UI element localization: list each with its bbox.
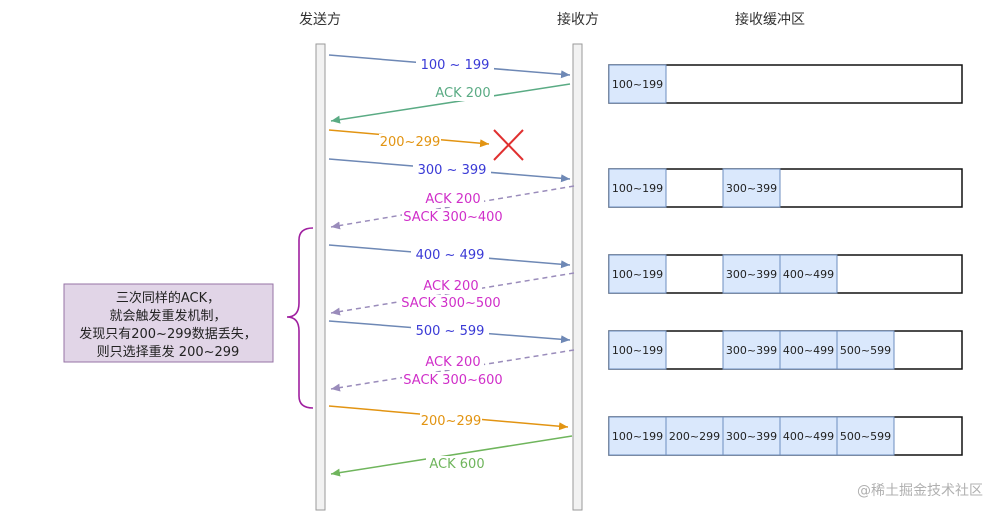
arrow-label-2: ACK 200	[435, 86, 490, 101]
buffer-cell-label: 500~599	[840, 430, 891, 443]
arrow-label2-7-bg	[400, 295, 502, 311]
buffer-row-3: 100~199 300~399 400~499	[608, 254, 963, 294]
note-line-3: 发现只有200~299数据丢失，	[79, 326, 257, 342]
arrow-label-4: 300 ~ 399	[418, 163, 487, 178]
note-box	[63, 283, 274, 363]
receiver-timeline	[572, 43, 583, 511]
arrow-2	[330, 83, 571, 124]
buffer-cell-label: 300~399	[726, 182, 777, 195]
buffer-cell	[722, 330, 781, 370]
arrow-label2-9: SACK 300~600	[403, 373, 502, 388]
watermark: @稀土掘金技术社区	[857, 483, 983, 499]
buffer-row-2: 100~199 300~399	[608, 168, 963, 208]
buffer-row-1: 100~199	[608, 64, 963, 104]
lost-packet-x-icon	[493, 129, 524, 161]
receiver-header: 接收方	[557, 11, 599, 28]
buffer-header: 接收缓冲区	[735, 11, 805, 28]
buffer-cell-label: 400~499	[783, 344, 834, 357]
arrow-label-6-bg	[411, 247, 489, 263]
buffer-cell-label: 300~399	[726, 430, 777, 443]
arrow-label2-5-bg	[402, 209, 504, 225]
buffer-cell	[608, 254, 667, 294]
arrow-label-3-bg	[379, 134, 441, 150]
buffer-cell-label: 100~199	[612, 182, 663, 195]
arrow-label-11: ACK 600	[429, 457, 484, 472]
buffer-cell-label: 100~199	[612, 268, 663, 281]
sender-timeline	[315, 43, 326, 511]
buffer-cell	[779, 254, 838, 294]
buffer-cell	[608, 64, 667, 104]
arrow-label-9-bg	[422, 354, 484, 370]
arrow-11	[330, 435, 573, 477]
sender-header: 发送方	[299, 12, 341, 28]
arrow-label-10-bg	[420, 413, 482, 429]
arrow-label-2-bg	[432, 85, 494, 101]
note-line-2: 就会触发重发机制，	[109, 308, 226, 324]
buffer-cell	[779, 416, 838, 456]
arrow-label-8: 500 ~ 599	[416, 324, 485, 339]
buffer-cell	[722, 168, 781, 208]
curly-brace	[286, 227, 314, 409]
arrow-label-7-bg	[420, 278, 482, 294]
arrow-label2-9-bg	[402, 372, 504, 388]
buffer-row-5: 100~199 200~299 300~399 400~499 500~599	[608, 416, 963, 456]
arrow-label-1-bg	[416, 57, 494, 73]
buffer-cell	[665, 416, 724, 456]
arrow-label-3: 200~299	[380, 135, 441, 150]
buffer-cell-label: 100~199	[612, 430, 663, 443]
arrow-label-5: ACK 200	[425, 192, 480, 207]
buffer-cell-label: 100~199	[612, 78, 663, 91]
buffer-cell-label: 200~299	[669, 430, 720, 443]
buffer-cell	[608, 168, 667, 208]
buffer-cell-label: 100~199	[612, 344, 663, 357]
buffer-cell-label: 300~399	[726, 268, 777, 281]
arrow-label-9: ACK 200	[425, 355, 480, 370]
arrow-label-8-bg	[411, 323, 489, 339]
buffer-cell-label: 400~499	[783, 268, 834, 281]
note-line-4: 则只选择重发 200~299	[97, 344, 240, 360]
buffer-cell	[608, 330, 667, 370]
arrow-label-1: 100 ~ 199	[421, 58, 490, 73]
buffer-cell	[608, 416, 667, 456]
note-line-1: 三次同样的ACK，	[116, 290, 220, 306]
arrow-label-10: 200~299	[421, 414, 482, 429]
arrow-label2-7: SACK 300~500	[401, 296, 500, 311]
buffer-cell-label: 300~399	[726, 344, 777, 357]
buffer-cell-label: 400~499	[783, 430, 834, 443]
buffer-cell	[836, 330, 895, 370]
buffer-row-4: 100~199 300~399 400~499 500~599	[608, 330, 963, 370]
arrow-label-7: ACK 200	[423, 279, 478, 294]
buffer-cell	[722, 254, 781, 294]
buffer-cell	[836, 416, 895, 456]
receive-buffers: 100~199 100~199 300~399 100~199 300~399 400~4…	[608, 64, 963, 456]
arrow-label-4-bg	[413, 162, 491, 178]
buffer-cell	[722, 416, 781, 456]
arrow-label-6: 400 ~ 499	[416, 248, 485, 263]
arrow-label-5-bg	[422, 191, 484, 207]
buffer-cell-label: 500~599	[840, 344, 891, 357]
arrow-label-11-bg	[426, 456, 488, 472]
arrow-label2-5: SACK 300~400	[403, 210, 502, 225]
